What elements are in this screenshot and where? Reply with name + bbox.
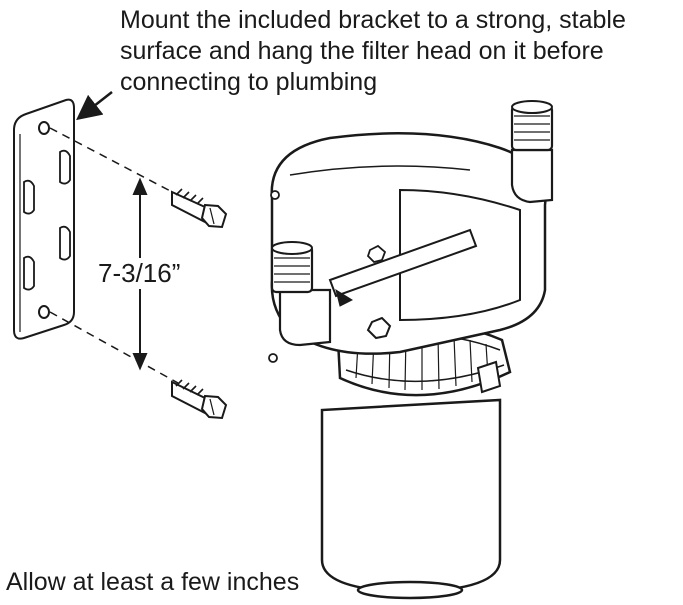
wood-screw-icon — [171, 188, 228, 229]
wood-screw-icon — [171, 379, 228, 420]
screw-guide-lines — [49, 127, 179, 384]
pointer-arrow — [76, 91, 113, 121]
mounting-bracket-icon — [13, 98, 75, 340]
mount-instruction-text: Mount the included bracket to a strong, … — [120, 5, 626, 98]
clearance-instruction-text: Allow at least a few inches — [6, 568, 300, 596]
water-filter-housing-icon — [268, 100, 554, 600]
dimension-label: 7-3/16” — [96, 258, 183, 289]
instruction-line-2: surface and hang the filter head on it b… — [120, 37, 604, 65]
instruction-line-1: Mount the included bracket to a strong, … — [120, 6, 626, 34]
instruction-line-3: connecting to plumbing — [120, 68, 378, 96]
